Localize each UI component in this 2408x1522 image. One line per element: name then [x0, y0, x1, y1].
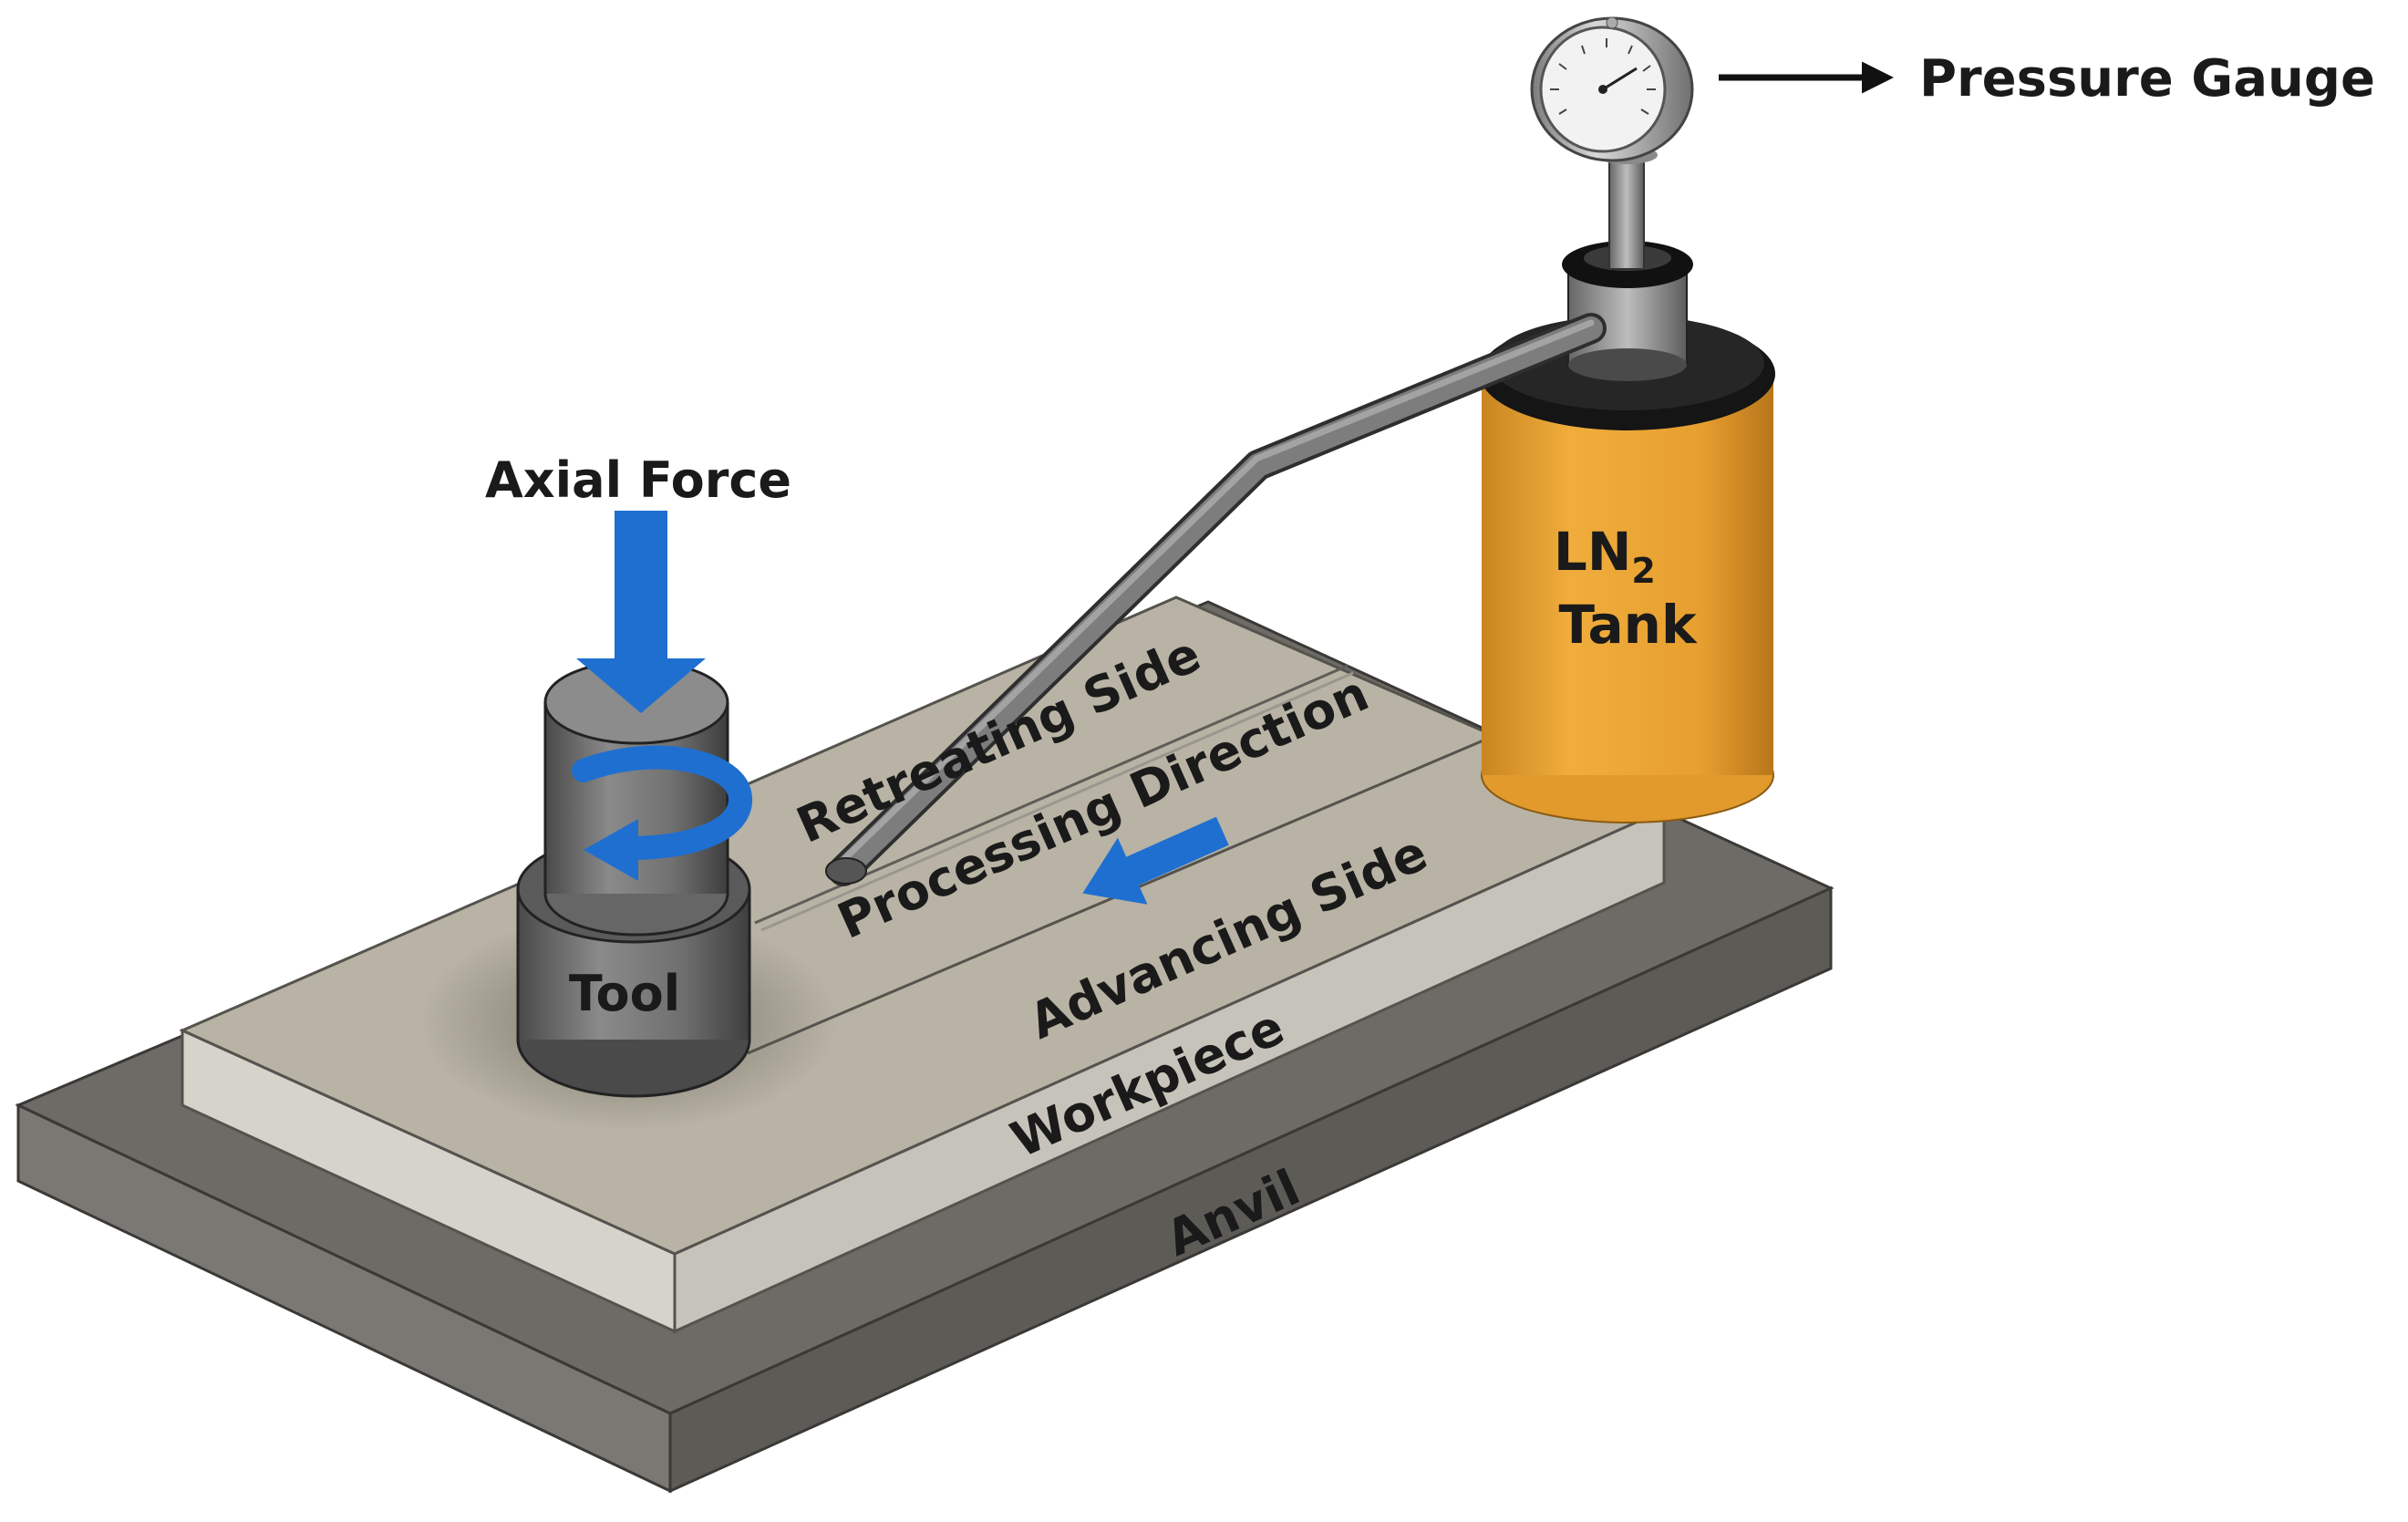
pressure-gauge: [1530, 16, 1694, 270]
processing-direction-arrow: [1082, 816, 1229, 905]
pressure-gauge-label: Pressure Gauge: [1919, 49, 2375, 109]
tank-label-ln: LN: [1554, 521, 1632, 583]
pipe-nozzle: [825, 857, 867, 885]
gauge-stem: [1608, 150, 1645, 270]
tank-label-subscript: 2: [1631, 551, 1655, 591]
ln2-tank: LN2 Tank: [1480, 241, 1775, 823]
tank-label-tank: Tank: [1558, 594, 1698, 656]
rotation-arrow-head: [584, 819, 638, 881]
workpiece-right-face: [673, 807, 1666, 1334]
gauge-needle: [1602, 67, 1638, 91]
tool: Tool: [516, 659, 751, 1098]
rotation-arrow: [572, 745, 752, 881]
axial-force-label: Axial Force: [485, 451, 791, 509]
tank-label: LN2 Tank: [1554, 521, 1698, 656]
processing-line-lower: [760, 671, 1354, 932]
ln2-supply-pipe: [825, 313, 1607, 886]
axial-force-arrow: [576, 511, 706, 713]
anvil-right-face: [668, 885, 1833, 1494]
tool-label: Tool: [569, 965, 680, 1022]
